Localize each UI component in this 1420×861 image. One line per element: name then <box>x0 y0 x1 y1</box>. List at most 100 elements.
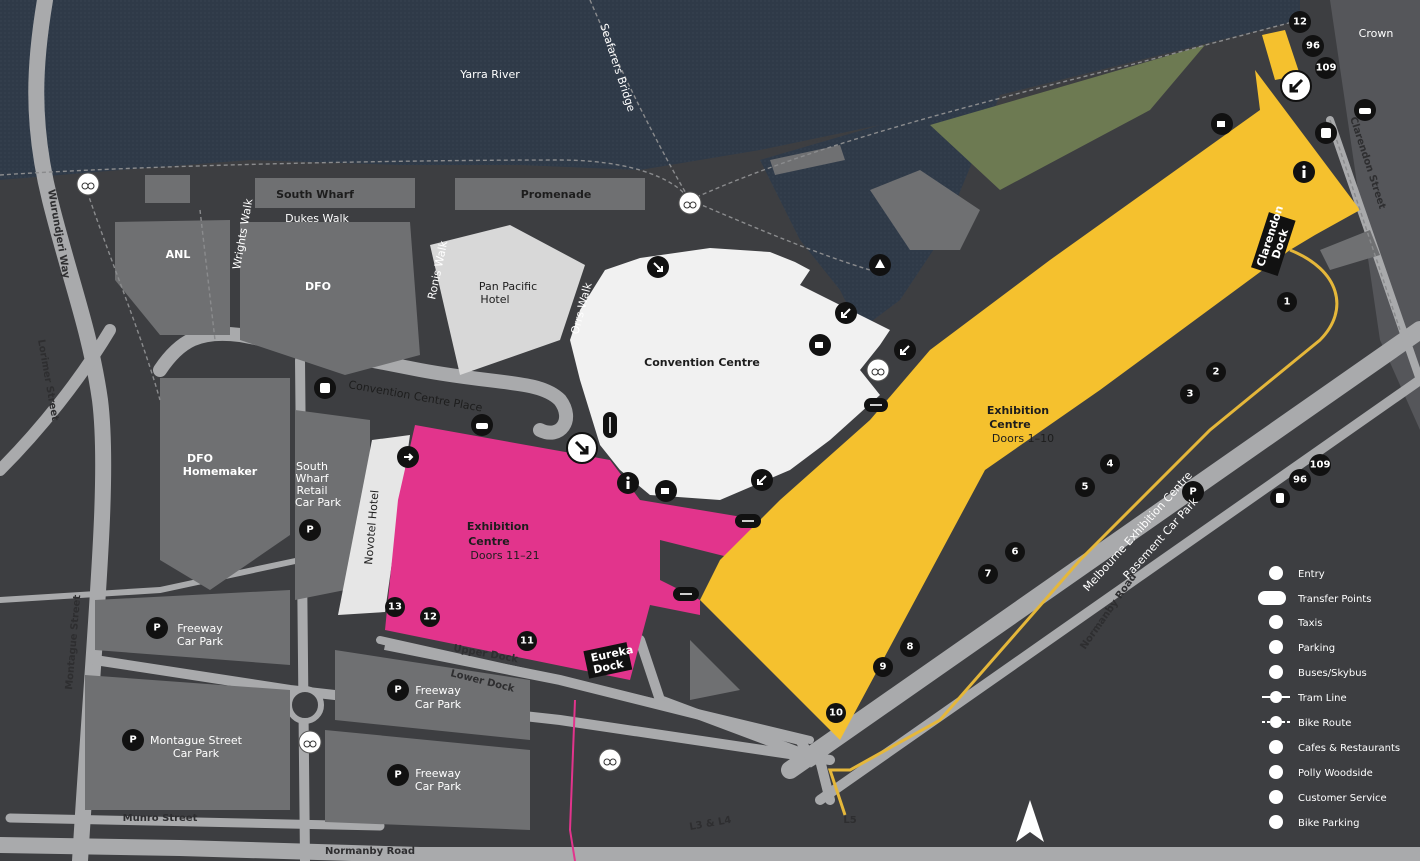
parking-icon: P <box>387 764 409 786</box>
transfer-points-icon <box>864 398 888 412</box>
svg-text:P: P <box>1189 487 1196 498</box>
cafe-icon <box>655 480 677 502</box>
svg-text:10: 10 <box>829 708 843 719</box>
pink-exhibition-doors: Doors 11–21 <box>470 549 539 562</box>
entry-icon <box>835 302 857 324</box>
door-13: 13 <box>385 597 405 617</box>
yellow-exhibition-title-1: Exhibition <box>987 404 1049 417</box>
walk-paths <box>0 0 1401 401</box>
svg-text:Entry: Entry <box>1298 569 1325 580</box>
svg-text:Tram Line: Tram Line <box>1297 693 1347 704</box>
svg-text:12: 12 <box>423 612 437 623</box>
yellow-exhibition-title-2: Centre <box>989 418 1031 431</box>
freeway-cp1-2: Car Park <box>177 635 224 648</box>
svg-text:Cafes & Restaurants: Cafes & Restaurants <box>1298 743 1400 754</box>
transfer-points-icon <box>735 514 761 528</box>
tram-route-96-b: 96 <box>1293 475 1307 486</box>
freeway-cp1-1: Freeway <box>177 622 223 635</box>
parking-icon: P <box>299 519 321 541</box>
tram-stops-bottom: 109 96 <box>1289 454 1331 491</box>
bike-parking-icon <box>598 748 622 772</box>
dfo-label: DFO <box>305 280 331 293</box>
door-4: 4 <box>1100 454 1120 474</box>
door-5: 5 <box>1075 477 1095 497</box>
svg-text:Dock: Dock <box>592 657 625 676</box>
convention-centre-building <box>570 248 890 500</box>
svg-text:4: 4 <box>1107 459 1114 470</box>
parking-icon: P <box>387 679 409 701</box>
svg-text:9: 9 <box>880 662 887 673</box>
pink-exhibition-title-2: Centre <box>468 535 510 548</box>
exhibition-centre-pink <box>385 425 760 680</box>
info-icon <box>617 472 639 494</box>
svg-text:Bike Route: Bike Route <box>1298 718 1351 729</box>
pan-pacific-label-1: Pan Pacific <box>479 280 537 293</box>
svg-text:Bike Parking: Bike Parking <box>1298 818 1359 829</box>
tram-route-96: 96 <box>1306 41 1320 52</box>
door-8: 8 <box>900 637 920 657</box>
munro-street-label: Munro Street <box>123 813 198 824</box>
pink-exhibition-title-1: Exhibition <box>467 520 529 533</box>
svg-text:1: 1 <box>1284 297 1291 308</box>
bike-parking-icon <box>678 191 702 215</box>
svg-text:7: 7 <box>985 569 992 580</box>
north-arrow-icon <box>1016 800 1044 842</box>
svg-text:Buses/Skybus: Buses/Skybus <box>1298 668 1367 679</box>
legend-info: Customer Service <box>1269 790 1387 804</box>
dfo-homemaker-1: DFO <box>187 452 213 465</box>
svg-text:P: P <box>129 735 136 746</box>
dukes-walk-label: Dukes Walk <box>285 212 349 225</box>
svg-text:6: 6 <box>1012 547 1019 558</box>
transfer-points-icon <box>603 412 617 438</box>
entry-icon <box>647 256 669 278</box>
door-markers: 1 2 3 4 5 6 7 8 9 10 11 12 13 <box>385 292 1297 723</box>
legend-taxi: Taxis <box>1269 615 1323 629</box>
south-wharf-label: South Wharf <box>276 188 354 201</box>
crown-label: Crown <box>1359 27 1394 40</box>
cafe-icon <box>1211 113 1233 135</box>
eureka-dock-tag: Eureka Dock <box>583 642 634 679</box>
door-2: 2 <box>1206 362 1226 382</box>
parking-icon: P <box>146 617 168 639</box>
door-6: 6 <box>1005 542 1025 562</box>
taxi-icon <box>1354 99 1376 121</box>
door-1: 1 <box>1277 292 1297 312</box>
polly-woodside-icon <box>869 254 891 276</box>
yellow-exhibition-doors: Doors 1–10 <box>992 432 1054 445</box>
parking-icon: P <box>122 729 144 751</box>
svg-text:Customer Service: Customer Service <box>1298 793 1387 804</box>
door-10: 10 <box>826 703 846 723</box>
svg-text:2: 2 <box>1213 367 1220 378</box>
tram-stops-top: 12 96 109 <box>1289 11 1337 79</box>
legend-transfer: Transfer Points <box>1258 591 1371 605</box>
pink-access-route <box>568 699 576 861</box>
svg-text:P: P <box>394 770 401 781</box>
svg-text:Polly Woodside: Polly Woodside <box>1298 768 1373 779</box>
door-3: 3 <box>1180 384 1200 404</box>
svg-text:P: P <box>153 623 160 634</box>
freeway-cp3-1: Freeway <box>415 767 461 780</box>
legend-bike-parking: Bike Parking <box>1269 815 1359 829</box>
car-park-access <box>827 248 1339 816</box>
taxi-icon <box>471 414 493 436</box>
svg-text:Taxis: Taxis <box>1297 618 1323 629</box>
svg-text:8: 8 <box>907 642 914 653</box>
door-12: 12 <box>420 607 440 627</box>
l5-label: L5 <box>843 815 856 826</box>
legend-bus: Buses/Skybus <box>1269 665 1367 679</box>
svg-text:P: P <box>306 525 313 536</box>
legend-parking: Parking <box>1269 640 1335 654</box>
entry-icon <box>894 339 916 361</box>
cafe-icon <box>809 334 831 356</box>
legend: Entry Transfer Points Taxis Parking Buse… <box>1258 566 1400 829</box>
svg-text:Transfer Points: Transfer Points <box>1297 594 1371 605</box>
legend-polly: Polly Woodside <box>1269 765 1373 779</box>
novotel-building <box>338 435 410 615</box>
bus-icon <box>314 377 336 399</box>
park <box>930 45 1205 190</box>
door-11: 11 <box>517 631 537 651</box>
door-7: 7 <box>978 564 998 584</box>
entry-icon <box>1280 70 1312 102</box>
legend-tram: Tram Line <box>1262 691 1347 704</box>
river-label: Yarra River <box>459 68 520 81</box>
